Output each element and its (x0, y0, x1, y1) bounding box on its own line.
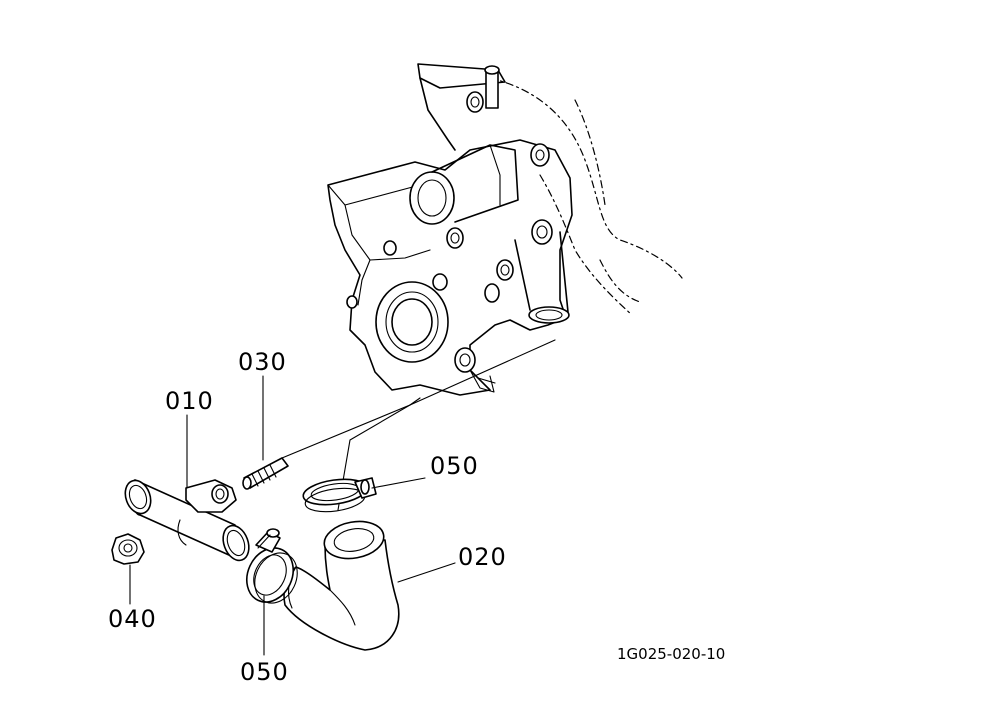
stud-030 (242, 457, 289, 490)
callout-040: 040 (108, 605, 157, 633)
callout-050-lower: 050 (240, 658, 289, 686)
elbow-hose-020 (283, 520, 400, 651)
callout-010: 010 (165, 387, 214, 415)
callout-030: 030 (238, 348, 287, 376)
nut-040 (111, 533, 145, 565)
leader-lines (129, 375, 456, 656)
hose-clamp-050-upper (302, 477, 377, 513)
callout-050-upper: 050 (430, 452, 479, 480)
callout-020: 020 (458, 543, 507, 571)
drawing-code: 1G025-020-10 (617, 645, 725, 663)
water-pump-housing (327, 63, 683, 396)
callout-labels: 030 010 050 020 040 050 1G025-020-10 (108, 348, 725, 686)
outlet-pipe-010 (124, 479, 250, 562)
hose-clamp-050-lower (246, 528, 298, 604)
